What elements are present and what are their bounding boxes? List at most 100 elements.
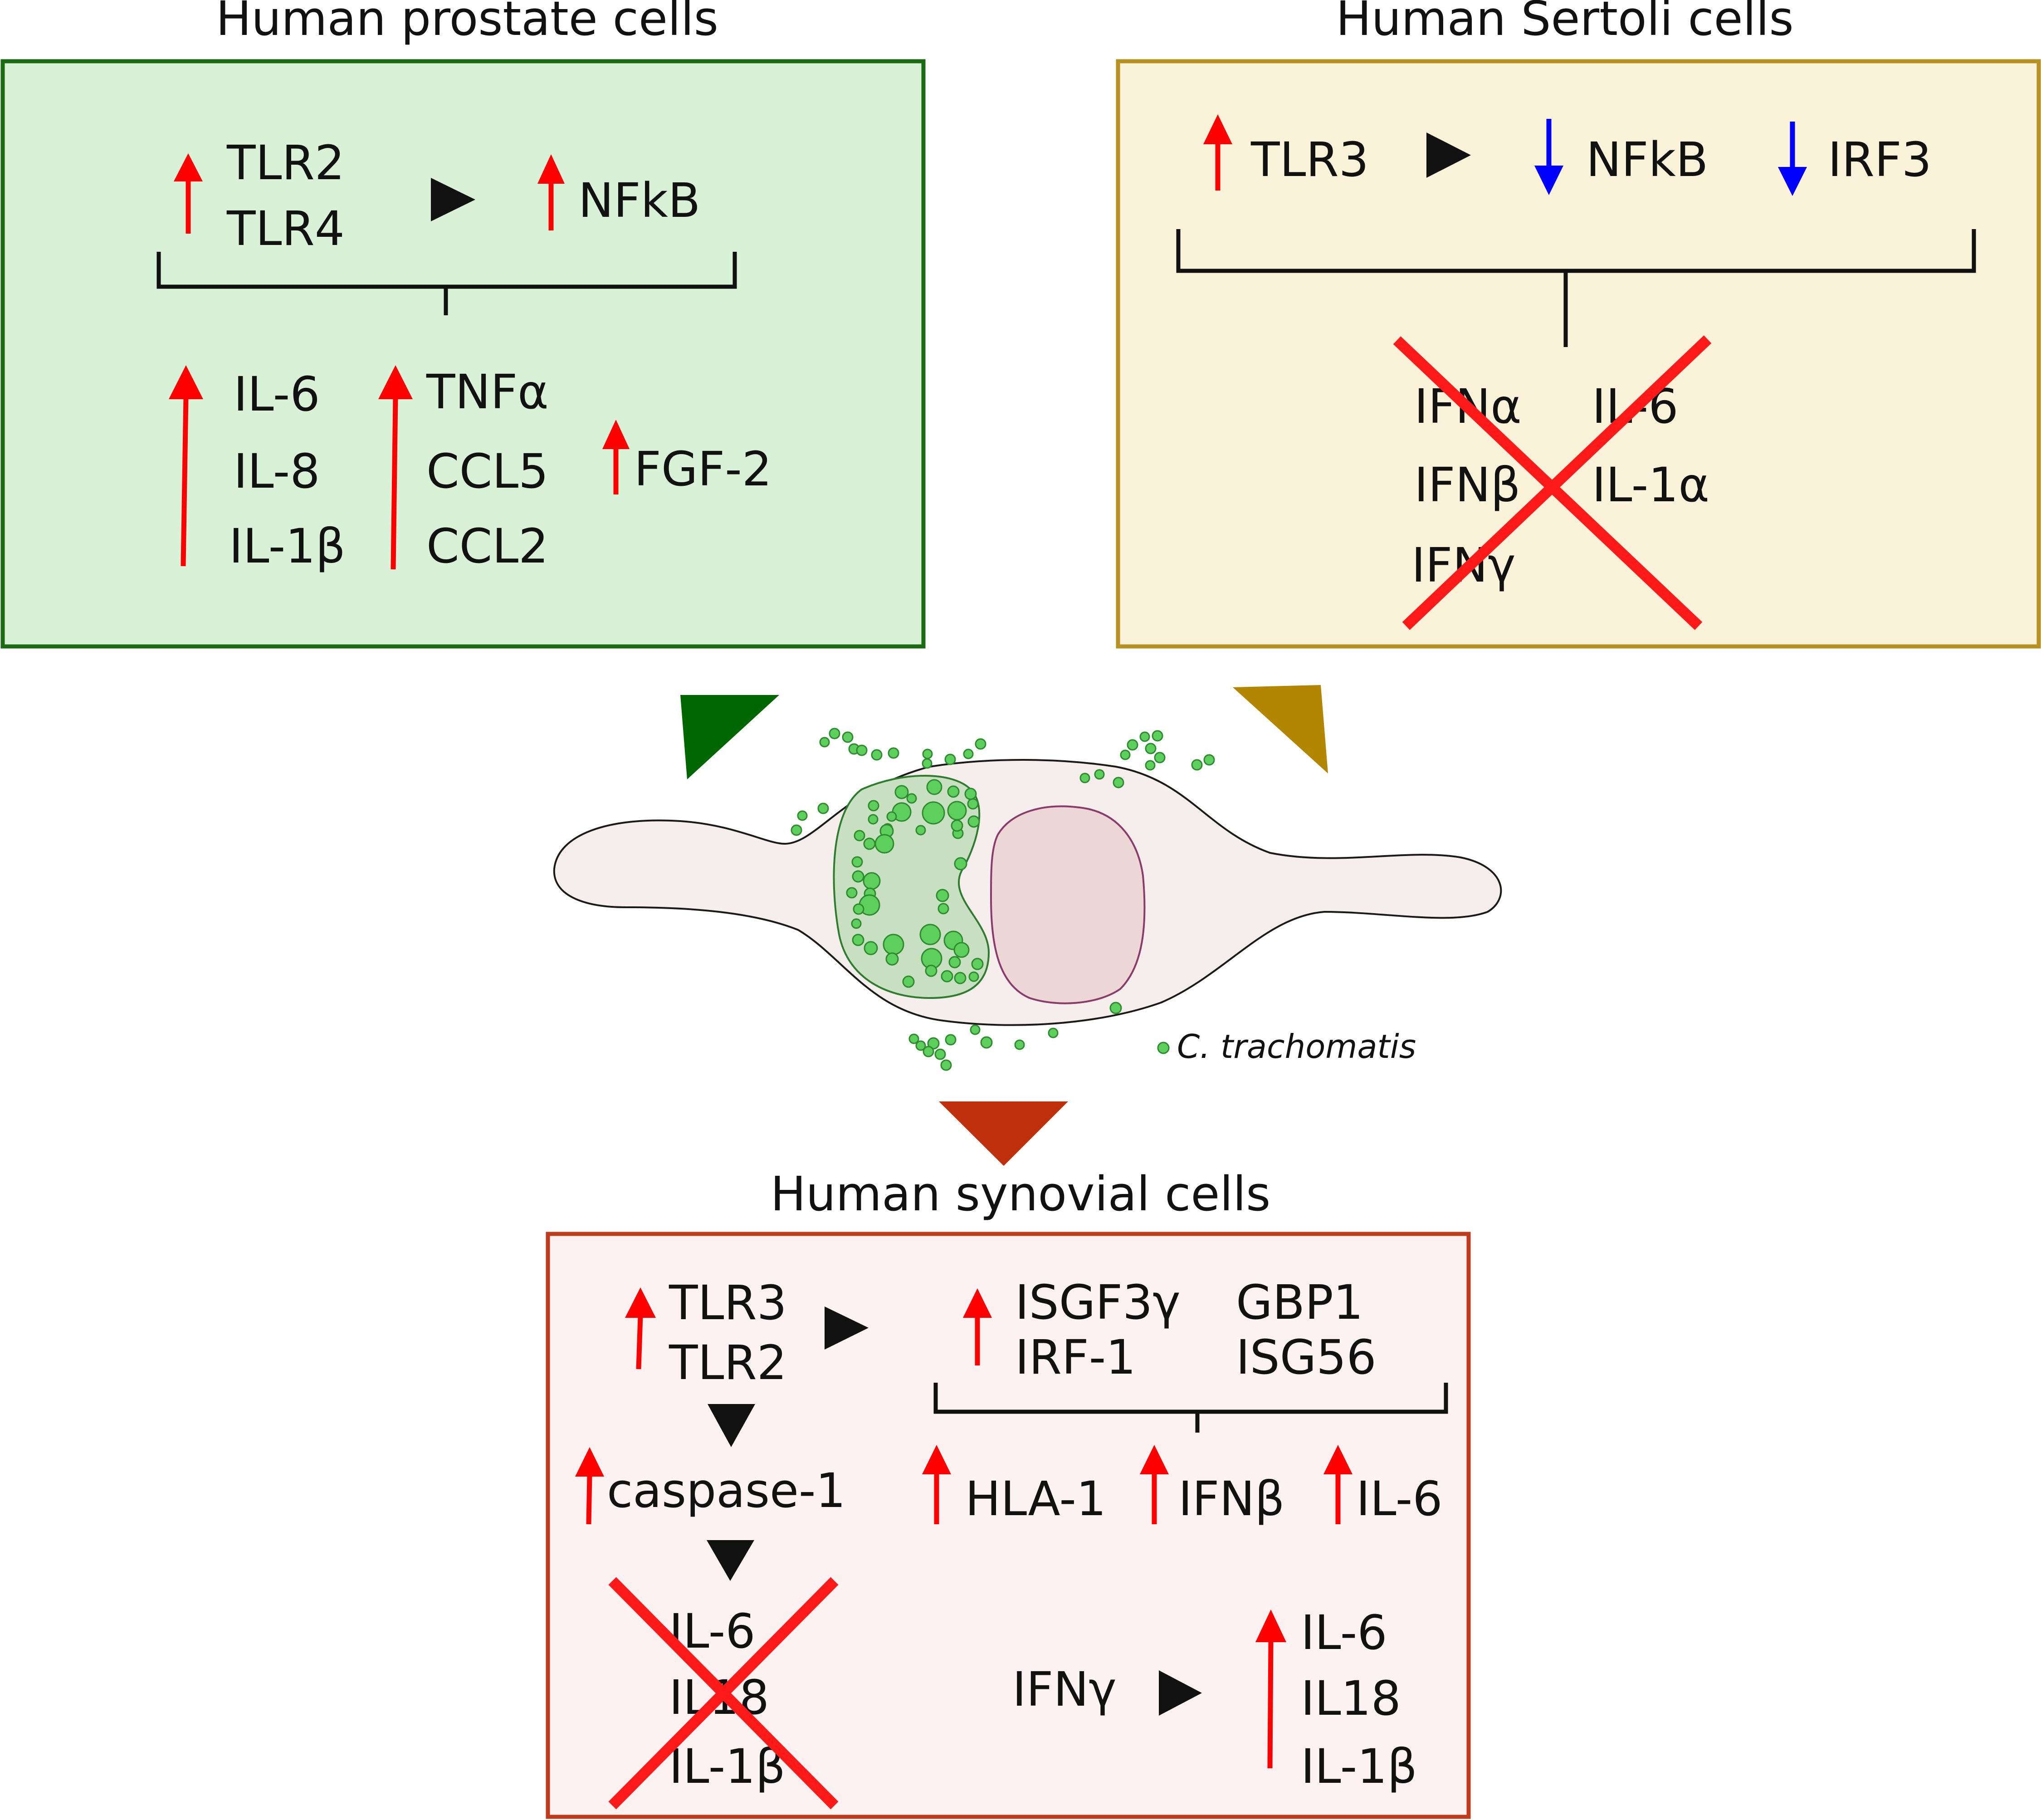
- up-arrow-icon: [575, 1447, 604, 1525]
- synovial-receptor: TLR2: [669, 1335, 787, 1390]
- synovial-ifn-gamma: IFNγ: [1012, 1662, 1117, 1717]
- sertoli-panel: Human Sertoli cells TLR3 NFkB IRF3 IFNα …: [1116, 0, 2041, 649]
- bacterium-icon: [1145, 743, 1157, 754]
- inclusion-bacteria: [846, 779, 984, 988]
- bacterium-icon: [1152, 730, 1163, 742]
- bacterium-icon: [1154, 752, 1166, 763]
- prostate-cytokine: IL-8: [234, 444, 320, 499]
- bacterium-icon: [1139, 731, 1150, 742]
- bacterium-icon: [886, 811, 897, 822]
- bacterium-icon: [951, 819, 963, 832]
- bacterium-icon: [1145, 760, 1156, 771]
- bacterium-icon: [975, 738, 986, 750]
- prostate-pathway-nfkb: NFkB: [578, 173, 700, 228]
- right-triangle-icon: [1426, 132, 1471, 178]
- prostate-panel: Human prostate cells TLR2 TLR4 NFkB IL-6…: [0, 0, 926, 649]
- bacterium-icon: [937, 903, 949, 915]
- synovial-isg: IRF-1: [1015, 1330, 1136, 1385]
- bacterium-icon: [853, 903, 864, 915]
- bacterium-icon: [852, 934, 864, 946]
- up-arrow-icon: [922, 1445, 951, 1524]
- sertoli-blocked-cytokine: IFNβ: [1414, 457, 1521, 513]
- host-cell: [553, 728, 1502, 1071]
- bacterium-icon: [829, 728, 840, 739]
- legend-label: C. trachomatis: [1177, 1027, 1416, 1066]
- bacterium-icon: [922, 749, 933, 759]
- sertoli-pathway-irf3: IRF3: [1828, 132, 1932, 187]
- up-arrow-icon: [1140, 1445, 1169, 1524]
- pointer-triangle-prostate: [680, 695, 779, 779]
- synovial-isg: ISG56: [1236, 1330, 1377, 1385]
- bacterium-icon: [868, 814, 879, 825]
- down-arrow-icon: [1534, 119, 1563, 195]
- prostate-title: Human prostate cells: [216, 0, 718, 46]
- synovial-ifn-result: IL18: [1301, 1671, 1401, 1726]
- nucleus: [990, 805, 1146, 1004]
- bacterium-icon: [954, 972, 967, 984]
- synovial-induced: IFNβ: [1178, 1471, 1285, 1526]
- bacterium-icon: [925, 964, 937, 977]
- bacterium-icon: [863, 872, 881, 890]
- bacterium-icon: [934, 1048, 946, 1060]
- bacterium-icon: [944, 753, 956, 765]
- bacterium-icon: [851, 918, 862, 929]
- bacterium-icon: [927, 1037, 940, 1050]
- bacterium-icon: [871, 749, 883, 761]
- prostate-cytokine: IL-1β: [229, 519, 346, 574]
- bacterium-icon: [941, 970, 953, 983]
- prostate-receptor-tlr4: TLR4: [226, 201, 345, 256]
- bacterium-icon: [1113, 777, 1124, 788]
- up-arrow-icon: [1203, 114, 1232, 191]
- synovial-ifn-result: IL-6: [1301, 1605, 1387, 1660]
- bacterium-icon: [906, 793, 917, 804]
- bacterium-icon: [922, 758, 933, 769]
- synovial-induced: IL-6: [1356, 1471, 1442, 1526]
- bacterium-icon: [1191, 759, 1203, 771]
- bacterium-icon: [919, 924, 941, 945]
- right-triangle-icon: [1159, 1670, 1202, 1716]
- up-arrow-icon: [169, 365, 203, 567]
- synovial-ifn-result: IL-1β: [1301, 1739, 1417, 1794]
- bacterium-icon: [1014, 1039, 1025, 1050]
- bacterium-icon: [964, 788, 977, 800]
- bracket: [933, 1383, 1448, 1433]
- prostate-cytokine: IL-6: [234, 367, 320, 422]
- bacterium-icon: [1079, 773, 1090, 783]
- synovial-receptor: TLR3: [669, 1275, 787, 1331]
- bacterium-icon: [842, 731, 854, 743]
- up-arrow-icon: [963, 1288, 992, 1365]
- bacterium-icon: [967, 815, 980, 828]
- up-arrow-icon: [537, 154, 565, 230]
- bacterium-icon: [947, 785, 960, 798]
- bacterium-icon: [888, 747, 899, 759]
- bacterium-icon: [970, 1024, 981, 1035]
- prostate-growth-factor: FGF-2: [634, 441, 772, 497]
- synovial-panel: Human synovial cells TLR3 TLR2 ISGF3γ IR…: [546, 1166, 1471, 1819]
- bracket: [156, 252, 737, 315]
- bacterium-icon: [846, 887, 858, 899]
- bacterium-icon: [851, 856, 863, 868]
- bacterium-icon: [791, 824, 802, 836]
- sertoli-title: Human Sertoli cells: [1336, 0, 1793, 46]
- bacterium-icon: [945, 1034, 957, 1046]
- bacterium-icon: [923, 1046, 934, 1057]
- bacterium-icon: [936, 889, 949, 902]
- extracellular-bacteria: [791, 728, 1215, 1071]
- synovial-title: Human synovial cells: [771, 1166, 1271, 1222]
- bacterium-icon: [947, 801, 967, 821]
- synovial-blocked-cytokine: IL-1β: [669, 1739, 786, 1794]
- up-arrow-icon: [174, 153, 203, 234]
- down-triangle-icon: [708, 1404, 755, 1447]
- synovial-isg: GBP1: [1236, 1275, 1363, 1330]
- prostate-cytokine: TNFα: [426, 364, 549, 420]
- pointer-triangle-sertoli: [1233, 685, 1328, 773]
- bacterium-icon: [856, 744, 868, 756]
- bacterium-icon: [863, 837, 876, 850]
- bacterium-icon: [868, 800, 879, 812]
- legend: C. trachomatis: [1157, 1027, 1416, 1066]
- bacterium-icon: [797, 810, 808, 821]
- bacterium-icon: [902, 975, 915, 988]
- bacterium-icon: [1048, 1027, 1059, 1038]
- bacterium-icon: [948, 956, 961, 969]
